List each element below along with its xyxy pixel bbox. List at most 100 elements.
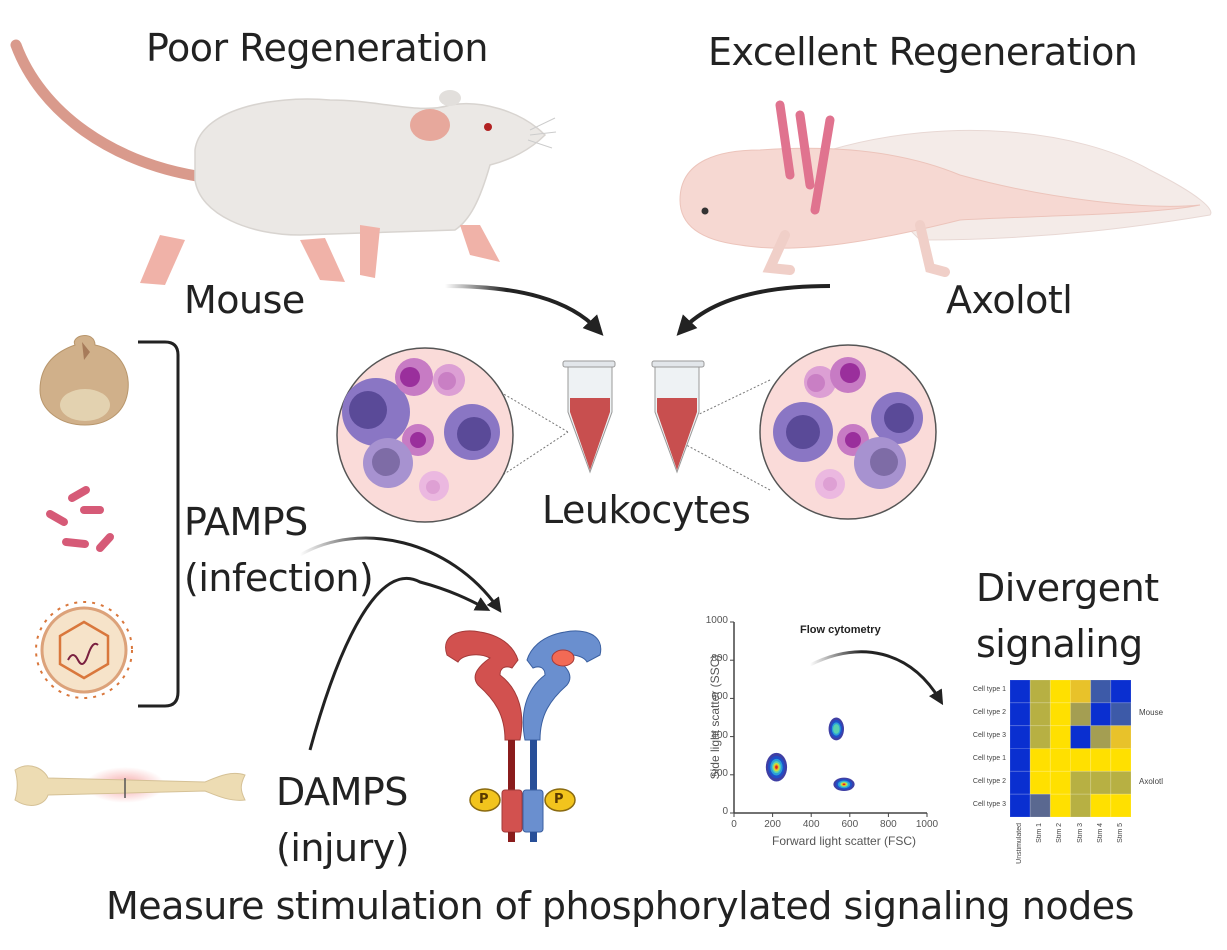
- heatmap-group-label: Mouse: [1139, 708, 1164, 718]
- heatmap-column-label: Stim 3: [1076, 823, 1084, 843]
- mouse-sample-tube: [562, 360, 616, 474]
- heatmap-row-label: Cell type 1: [972, 754, 1006, 762]
- mouse-leukocyte-magnifier: [336, 347, 569, 523]
- density-contour: [842, 783, 846, 786]
- heatmap-cell: [1090, 748, 1112, 772]
- leukocytes-label: Leukocytes: [542, 488, 751, 532]
- heatmap-cell: [1090, 725, 1112, 750]
- axolotl-leukocyte-magnifier: [661, 344, 937, 520]
- density-contour: [775, 765, 778, 769]
- heatmap-cell: [1090, 679, 1112, 704]
- footer-caption: Measure stimulation of phosphorylated si…: [106, 884, 1134, 928]
- flow-population-2: [828, 717, 845, 741]
- heatmap-cell: [1029, 725, 1051, 750]
- axolotl-illustration: [679, 100, 1212, 277]
- flow-y-tick-label: 200: [711, 767, 728, 779]
- bacteria-icon: [46, 486, 114, 552]
- heatmap-cell: [1029, 770, 1051, 795]
- heatmap-column-label: Stim 2: [1056, 823, 1064, 843]
- heatmap-row-label: Cell type 2: [972, 777, 1006, 785]
- flow-y-tick-label: 1000: [705, 615, 728, 626]
- heatmap-cell: [1090, 702, 1112, 727]
- flow-x-tick-label: 800: [880, 819, 897, 830]
- heatmap-cell: [1070, 679, 1092, 704]
- flow-xlabel: Forward light scatter (FSC): [772, 834, 917, 848]
- density-contour: [833, 724, 840, 734]
- heatmap-row-label: Cell type 1: [972, 686, 1006, 694]
- heatmap-cell: [1110, 725, 1132, 750]
- heatmap-cell: [1070, 702, 1092, 727]
- bone-icon: [14, 765, 246, 806]
- heatmap-cell: [1009, 702, 1031, 727]
- phospho-label-right: P: [554, 792, 564, 807]
- heatmap-cell: [1110, 770, 1132, 795]
- damps-label: DAMPS: [276, 770, 408, 814]
- heatmap-cell: [1110, 748, 1132, 772]
- flow-to-heatmap-arrow: [809, 650, 944, 706]
- flow-population-1: [765, 752, 788, 782]
- damps-sublabel: (injury): [276, 826, 410, 870]
- flow-population-3: [833, 777, 855, 792]
- mouse-to-tube-arrow: [444, 284, 604, 336]
- heatmap-cell: [1029, 679, 1051, 704]
- heatmap-cell: [1070, 770, 1092, 795]
- heatmap-group-label: Axolotl: [1139, 776, 1164, 786]
- heatmap-cell: [1009, 679, 1031, 704]
- heatmap-cell: [1029, 702, 1051, 727]
- heatmap-cell: [1049, 702, 1072, 727]
- flow-y-tick-label: 800: [711, 653, 728, 665]
- virus-icon: [35, 601, 133, 699]
- flow-x-tick-label: 1000: [915, 819, 939, 830]
- phospho-label-left: P: [479, 792, 489, 807]
- pamps-label: PAMPS: [184, 500, 308, 544]
- heatmap-column-label: Stim 1: [1036, 823, 1044, 843]
- heatmap-cell: [1029, 793, 1051, 818]
- divergent-label: Divergent: [976, 566, 1159, 610]
- heatmap-column-label: Stim 4: [1096, 823, 1104, 843]
- pathogen-bracket: [138, 340, 180, 708]
- mouse-label: Mouse: [184, 278, 305, 322]
- flow-y-tick-label: 0: [722, 806, 728, 817]
- heatmap-cell: [1049, 679, 1072, 704]
- flow-x-tick-label: 200: [764, 819, 781, 830]
- heatmap-cell: [1009, 770, 1031, 795]
- flow-cytometry-plot: [730, 621, 944, 817]
- heatmap-cell: [1090, 793, 1112, 818]
- heatmap-cell: [1070, 725, 1092, 750]
- pamps-arrow: [299, 536, 502, 613]
- heatmap-cell: [1090, 770, 1112, 795]
- heatmap-cell: [1110, 793, 1132, 818]
- heatmap-cell: [1049, 770, 1072, 795]
- pamps-sublabel: (infection): [184, 556, 374, 600]
- flow-y-tick-label: 600: [711, 691, 728, 703]
- heatmap-cell: [1110, 679, 1132, 704]
- flow-x-tick-label: 600: [841, 819, 859, 830]
- yeast-icon: [39, 335, 129, 426]
- axolotl-to-tube-arrow: [676, 284, 831, 336]
- heatmap-cell: [1110, 702, 1132, 727]
- heatmap-cell: [1009, 793, 1031, 818]
- axolotl-label: Axolotl: [946, 278, 1073, 322]
- receptor-dimer-illustration: [445, 630, 602, 842]
- flow-title: Flow cytometry: [800, 624, 881, 636]
- signaling-heatmap: [1009, 679, 1132, 818]
- heatmap-row-label: Cell type 3: [972, 732, 1006, 740]
- signaling-label: signaling: [976, 622, 1143, 666]
- flow-x-tick-label: 0: [731, 819, 737, 830]
- heatmap-cell: [1049, 793, 1072, 818]
- heatmap-cell: [1070, 748, 1092, 772]
- axolotl-sample-tube: [651, 360, 705, 474]
- heatmap-cell: [1009, 748, 1031, 772]
- heatmap-cell: [1009, 725, 1031, 750]
- heatmap-column-label: Unstimulated: [1016, 823, 1024, 864]
- heatmap-cell: [1049, 748, 1072, 772]
- poor-regeneration-title: Poor Regeneration: [146, 26, 489, 70]
- damps-arrow: [308, 576, 491, 751]
- heatmap-row-label: Cell type 2: [972, 709, 1006, 717]
- heatmap-cell: [1029, 748, 1051, 772]
- flow-x-tick-label: 400: [802, 819, 820, 830]
- heatmap-column-label: Stim 5: [1116, 823, 1124, 843]
- heatmap-cell: [1070, 793, 1092, 818]
- flow-y-tick-label: 400: [711, 729, 728, 741]
